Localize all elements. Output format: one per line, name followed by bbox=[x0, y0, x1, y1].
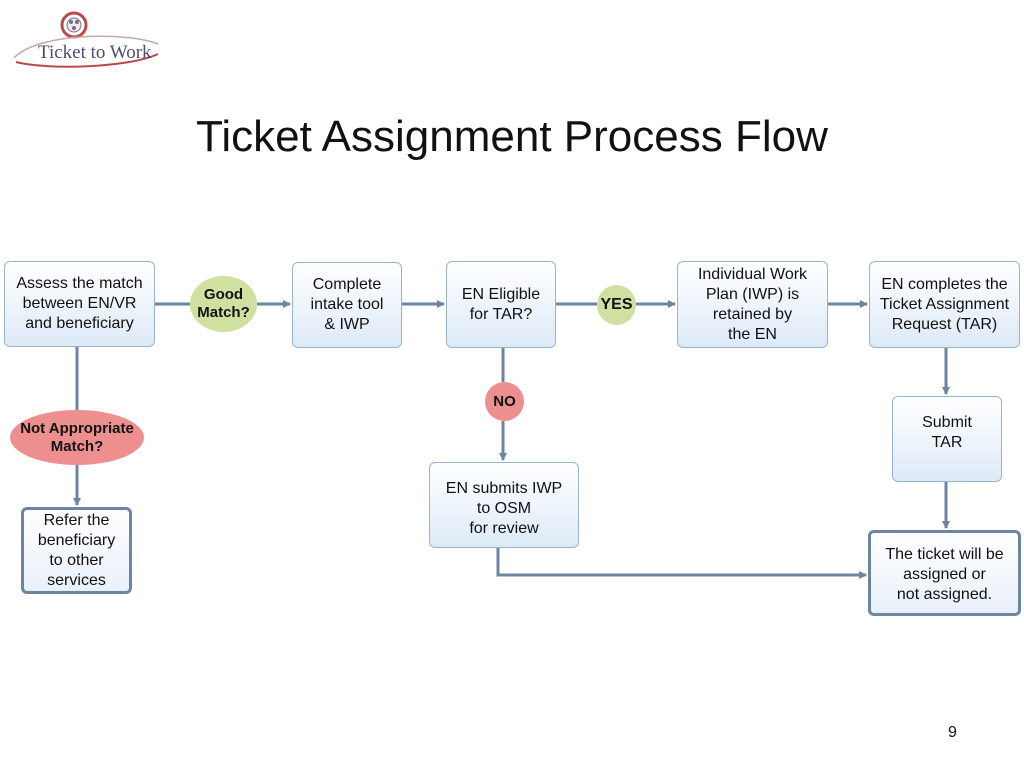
good-match-decision: Good Match? bbox=[190, 276, 257, 332]
en-eligible-box: EN Eligible for TAR? bbox=[446, 261, 556, 348]
logo-text: Ticket to Work bbox=[38, 42, 152, 63]
submit-tar-box: Submit TAR bbox=[892, 396, 1002, 482]
ticket-to-work-logo: Ticket to Work bbox=[8, 6, 168, 70]
complete-intake-box: Complete intake tool & IWP bbox=[292, 262, 402, 348]
yes-decision: YES bbox=[597, 285, 636, 325]
assess-match-box: Assess the match between EN/VR and benef… bbox=[4, 261, 155, 347]
en-submits-iwp-box: EN submits IWP to OSM for review bbox=[429, 462, 579, 548]
refer-beneficiary-box: Refer the beneficiary to other services bbox=[21, 507, 132, 594]
arrow-osm-to-ticket bbox=[496, 548, 867, 579]
logo-swoosh-icon bbox=[13, 11, 159, 68]
iwp-retained-box: Individual Work Plan (IWP) is retained b… bbox=[677, 261, 828, 348]
page-number: 9 bbox=[948, 724, 957, 741]
en-completes-tar-box: EN completes the Ticket Assignment Reque… bbox=[869, 261, 1020, 348]
page-title: Ticket Assignment Process Flow bbox=[196, 112, 828, 161]
no-decision: NO bbox=[485, 382, 524, 421]
ticket-assigned-box: The ticket will be assigned or not assig… bbox=[868, 530, 1021, 616]
not-appropriate-decision: Not Appropriate Match? bbox=[10, 410, 144, 465]
